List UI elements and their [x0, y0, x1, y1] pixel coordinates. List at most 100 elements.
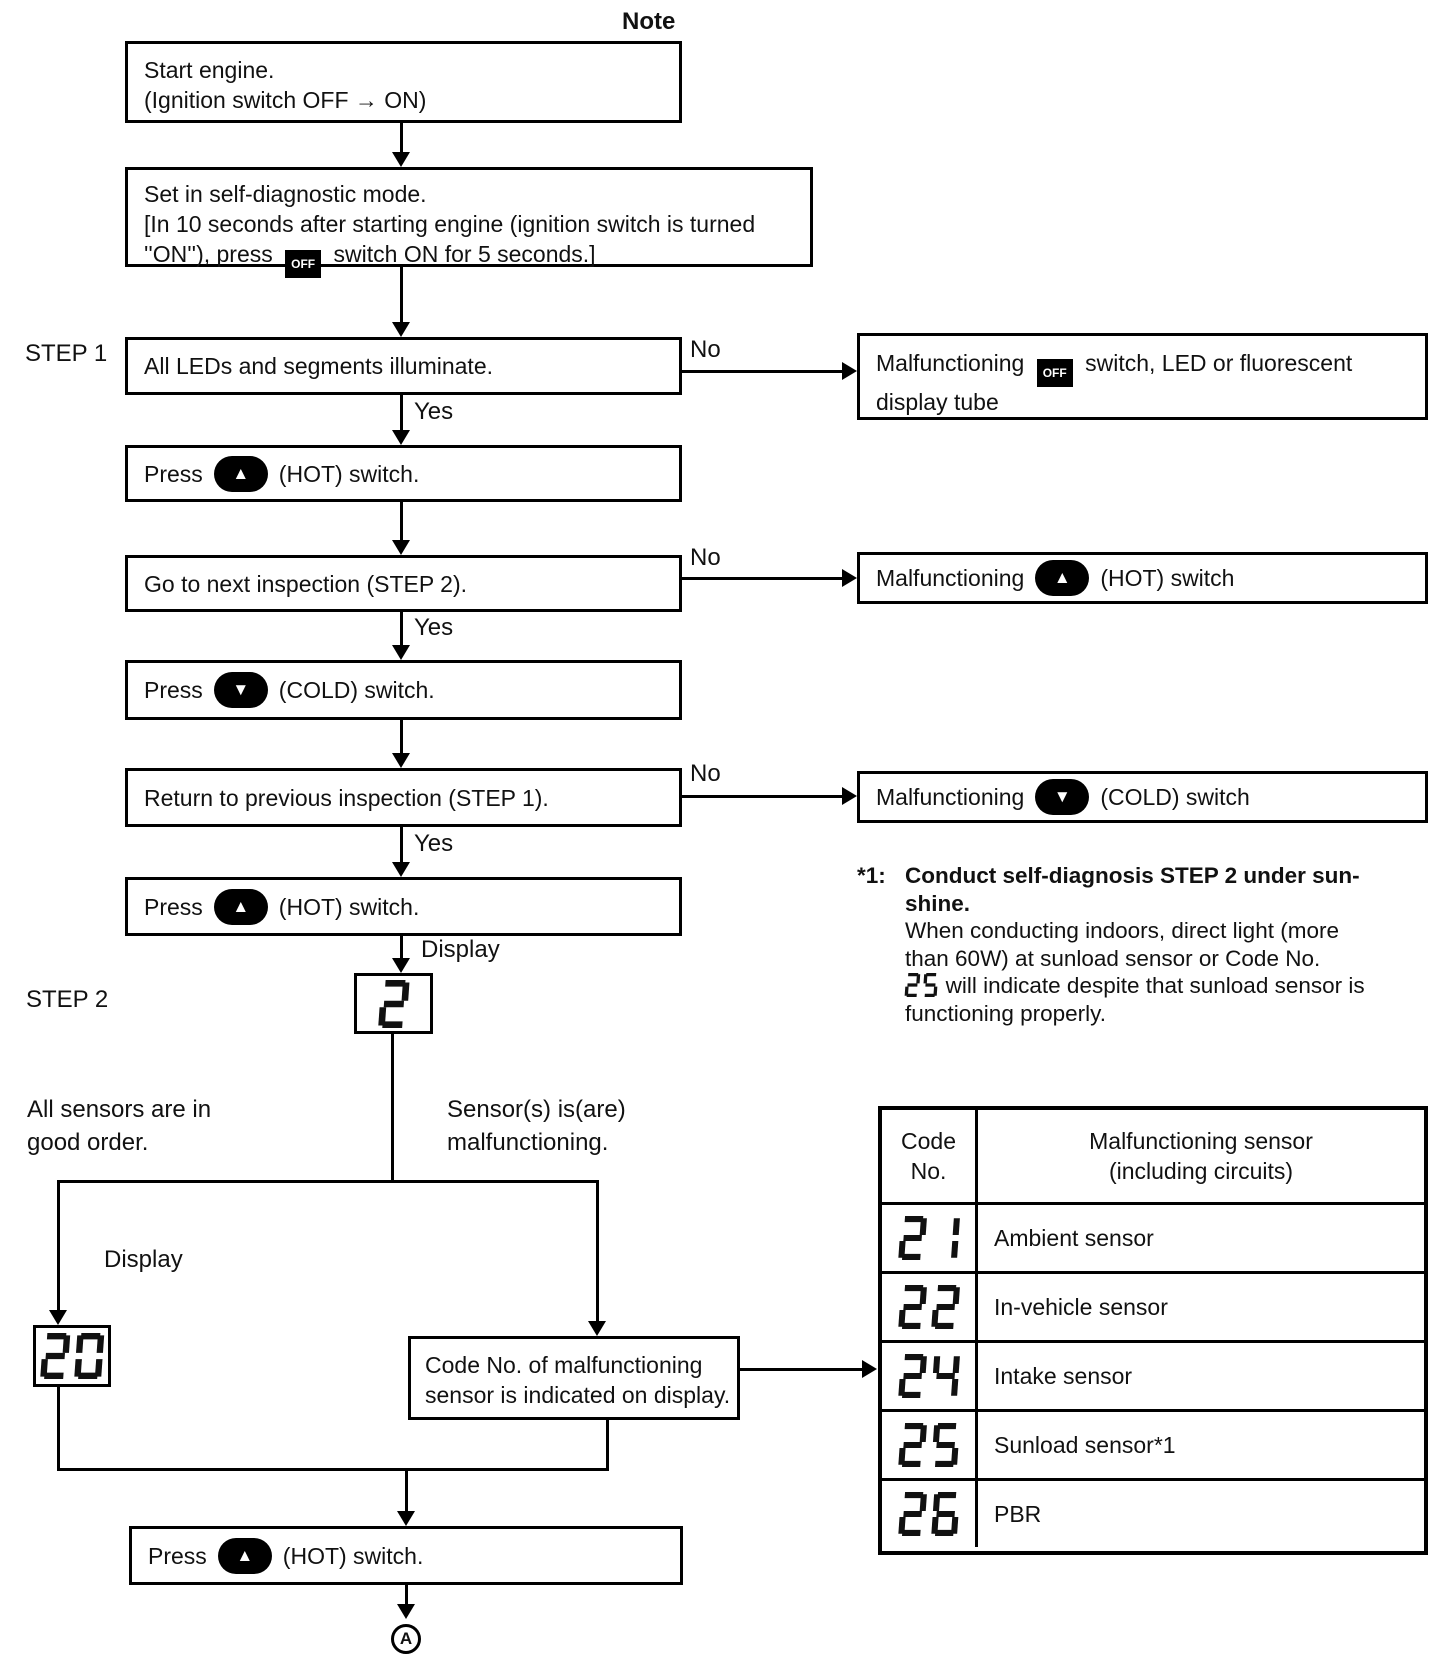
display-label-bottom: Display [104, 1246, 183, 1273]
yes-label-3: Yes [414, 830, 454, 857]
footnote-1-prefix: *1: [857, 863, 886, 888]
arrow-down-icon [397, 1511, 415, 1526]
table-row: In-vehicle sensor [882, 1271, 1424, 1340]
branch-line [740, 1368, 862, 1371]
sensor-label: PBR [994, 1501, 1042, 1527]
arrow-down-icon [392, 958, 410, 973]
box-code-no-line2: sensor is indicated on display. [425, 1382, 731, 1408]
seven-segment-code [897, 1285, 960, 1329]
flow-line [400, 936, 403, 960]
table-header-sensor: Malfunctioning sensor [1089, 1128, 1313, 1154]
flow-line [57, 1387, 60, 1471]
seven-segment-code [897, 1423, 960, 1467]
flow-line [405, 1585, 408, 1606]
table-row: PBR [882, 1478, 1424, 1547]
footnote-1-bold2: shine. [905, 890, 971, 916]
footnote-1-line4: than 60W) at sunload sensor or Code No. [905, 945, 1321, 971]
note-label: Note [622, 8, 676, 35]
display-step2-box [354, 973, 433, 1034]
box-self-diagnostic-line2: [In 10 seconds after starting engine (ig… [144, 211, 756, 237]
display-all-ok-box [33, 1325, 111, 1387]
footnote-1-line6: functioning properly. [905, 1000, 1106, 1026]
no-label-1: No [690, 336, 721, 363]
flow-line [400, 502, 403, 542]
arrow-down-icon [392, 540, 410, 555]
arrow-down-icon [49, 1310, 67, 1325]
footnote-1-line5: will indicate despite that sunload senso… [945, 973, 1365, 998]
flow-line [400, 827, 403, 864]
box-start-engine-line2: (Ignition switch OFF → ON) [144, 87, 427, 113]
off-switch-icon: OFF [285, 250, 322, 278]
flow-line [400, 612, 403, 645]
flow-line [57, 1180, 60, 1312]
step1-label: STEP 1 [25, 340, 108, 367]
branch-line [682, 795, 842, 798]
seven-segment-code [897, 1492, 960, 1536]
sensor-label: Sunload sensor*1 [994, 1432, 1176, 1458]
seven-segment-code-25 [904, 973, 938, 997]
no-label-3: No [690, 760, 721, 787]
table-row: Ambient sensor [882, 1202, 1424, 1271]
box-press-hot-2: Press ▲ (HOT) switch. [125, 877, 682, 936]
sensor-label: Ambient sensor [994, 1225, 1154, 1251]
box-goto-next-inspection: Go to next inspection (STEP 2). [125, 555, 682, 612]
flow-line [391, 1034, 394, 1183]
arrow-down-icon [392, 322, 410, 337]
arrow-right-icon [842, 787, 857, 805]
box-press-hot-1: Press ▲ (HOT) switch. [125, 445, 682, 502]
arrow-down-icon [392, 862, 410, 877]
table-row: Sunload sensor*1 [882, 1409, 1424, 1478]
sensor-label: In-vehicle sensor [994, 1294, 1168, 1320]
step2-label: STEP 2 [26, 986, 109, 1013]
flow-line [400, 395, 403, 430]
branch-line [682, 370, 842, 373]
box-start-engine-line1: Start engine. [144, 57, 275, 83]
flow-line [400, 267, 403, 324]
hot-switch-icon: ▲ [1035, 560, 1090, 596]
merge-line [57, 1468, 609, 1471]
box-leds-illuminate-text: All LEDs and segments illuminate. [144, 353, 493, 379]
flow-line [400, 123, 403, 156]
arrow-down-icon [392, 753, 410, 768]
seven-segment-code [897, 1354, 960, 1398]
no-label-2: No [690, 544, 721, 571]
seven-segment-display [39, 1333, 105, 1379]
box-malfunctioning-off-line2: display tube [876, 389, 999, 415]
malfunction-code-table: Code No. Malfunctioning sensor (includin… [878, 1106, 1428, 1555]
yes-label-2: Yes [414, 614, 454, 641]
yes-label-1: Yes [414, 398, 454, 425]
arrow-down-icon [397, 1604, 415, 1619]
footnote-1-bold1: Conduct self-diagnosis STEP 2 under sun- [905, 863, 1360, 888]
seven-segment-display [377, 979, 410, 1028]
arrow-right-icon [862, 1360, 877, 1378]
box-self-diagnostic-line3: ''ON''), press OFF switch ON for 5 secon… [144, 239, 794, 278]
table-header-row: Code No. Malfunctioning sensor (includin… [882, 1110, 1424, 1202]
hot-switch-icon: ▲ [217, 1537, 272, 1574]
box-start-engine: Start engine. (Ignition switch OFF → ON) [125, 41, 682, 123]
flow-line [405, 1471, 408, 1513]
arrow-down-icon [392, 430, 410, 445]
table-row: Intake sensor [882, 1340, 1424, 1409]
box-code-no-line1: Code No. of malfunctioning [425, 1352, 703, 1378]
footnote-1-line3: When conducting indoors, direct light (m… [905, 918, 1339, 943]
hot-switch-icon: ▲ [213, 455, 268, 492]
all-sensors-ok-label: All sensors are in good order. [27, 1096, 212, 1156]
arrow-down-icon [588, 1321, 606, 1336]
arrow-down-icon [392, 152, 410, 167]
cold-switch-icon: ▼ [1035, 779, 1090, 815]
table-header-code: Code [901, 1128, 956, 1154]
cold-switch-icon: ▼ [213, 672, 268, 708]
arrow-right-icon [842, 362, 857, 380]
box-self-diagnostic: Set in self-diagnostic mode. [In 10 seco… [125, 167, 813, 278]
sensor-label: Intake sensor [994, 1363, 1133, 1389]
box-press-cold: Press ▼ (COLD) switch. [125, 660, 682, 720]
off-switch-icon: OFF [1036, 359, 1073, 387]
sensors-malfunctioning-label: Sensor(s) is(are) malfunctioning. [447, 1096, 626, 1156]
arrow-down-icon [392, 645, 410, 660]
seven-segment-code [897, 1216, 960, 1260]
footnote-1: *1: Conduct self-diagnosis STEP 2 under … [857, 862, 1365, 1027]
branch-line [57, 1180, 599, 1183]
box-code-no: Code No. of malfunctioning sensor is ind… [408, 1336, 740, 1420]
flow-line [400, 720, 403, 753]
